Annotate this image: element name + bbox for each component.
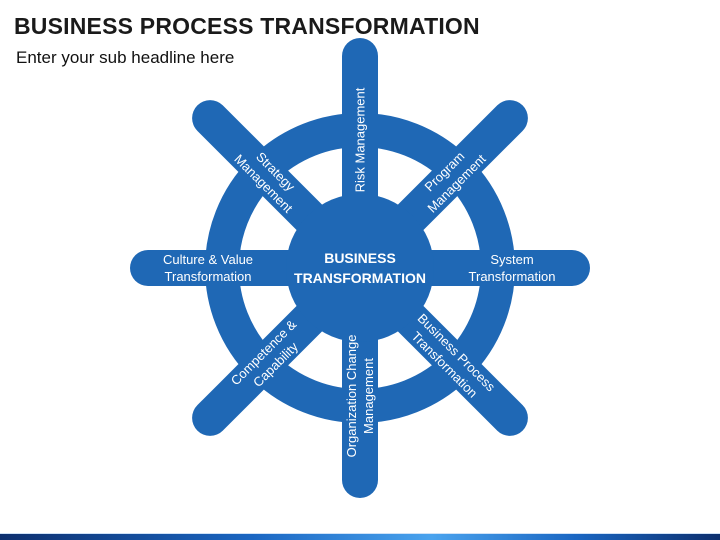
hub-label-line: BUSINESS bbox=[324, 250, 396, 266]
spoke-label-line: Transformation bbox=[469, 269, 556, 284]
spoke-label-line: Risk Management bbox=[353, 87, 368, 192]
footer-bar bbox=[0, 534, 720, 540]
hub-label-line: TRANSFORMATION bbox=[294, 270, 426, 286]
wheel-shapes bbox=[130, 38, 590, 498]
spoke-label-line: Transformation bbox=[165, 269, 252, 284]
spoke-label-line: Organization Change bbox=[344, 335, 359, 458]
spoke-label-line: Management bbox=[361, 358, 376, 434]
page-title: BUSINESS PROCESS TRANSFORMATION bbox=[14, 13, 480, 39]
page-subtitle: Enter your sub headline here bbox=[16, 48, 235, 67]
spoke-label-line: Culture & Value bbox=[163, 252, 253, 267]
footer-line bbox=[0, 533, 720, 534]
wheel-hub bbox=[286, 194, 434, 342]
spoke-label-risk-management: Risk Management bbox=[353, 87, 368, 192]
spoke-label-line: System bbox=[490, 252, 533, 267]
